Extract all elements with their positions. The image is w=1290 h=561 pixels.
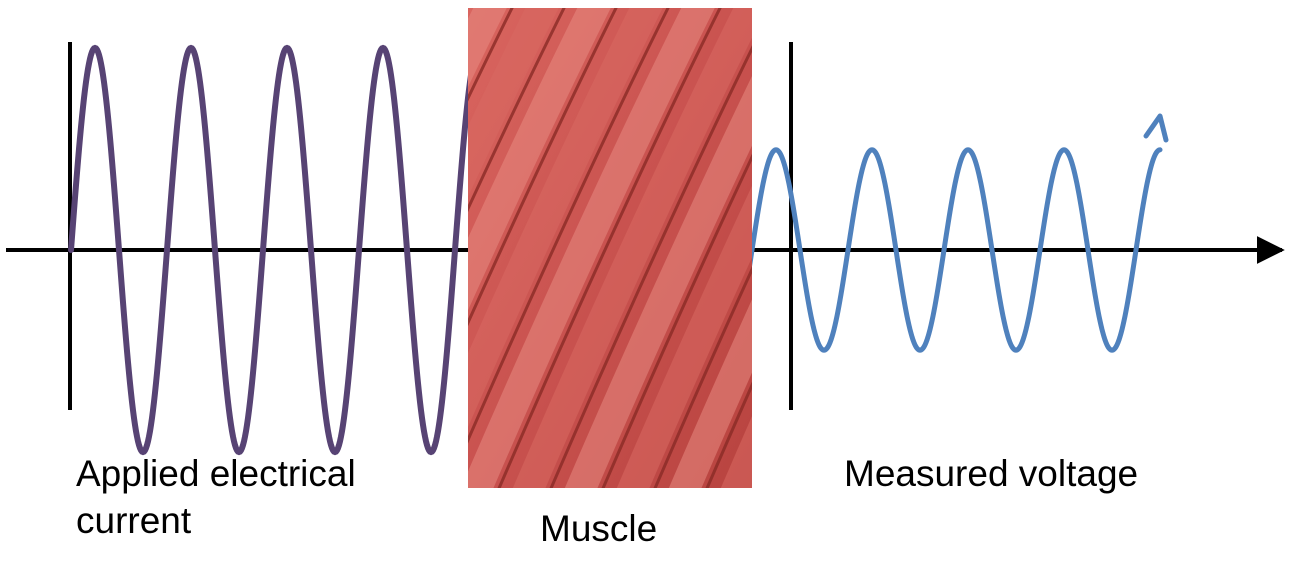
applied-current-label-line2: current	[76, 497, 356, 544]
measured-voltage-label: Measured voltage	[844, 450, 1138, 497]
applied-current-label-line1: Applied electrical	[76, 450, 356, 497]
muscle-label: Muscle	[540, 505, 657, 552]
applied-current-label: Applied electrical current	[76, 450, 356, 544]
measured-wave-arrowhead	[1146, 116, 1166, 140]
